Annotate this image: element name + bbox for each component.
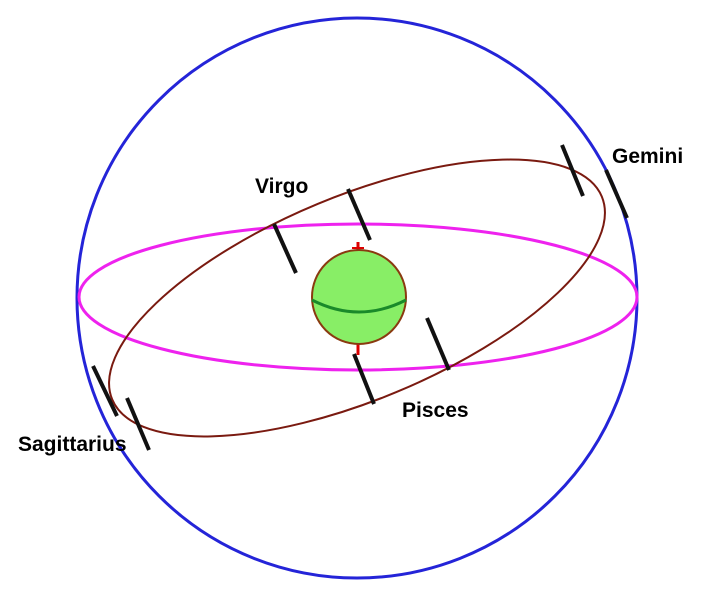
label-gemini: Gemini [612, 145, 684, 168]
marker-pisces-2 [352, 353, 376, 405]
earth-equator [311, 298, 407, 314]
marker-sagittarius-1 [91, 365, 119, 417]
marker-gemini-1 [560, 144, 585, 197]
marker-sagittarius-2 [125, 397, 151, 451]
marker-virgo-1 [346, 188, 372, 241]
marker-gemini-2 [604, 169, 629, 219]
celestial-equator [77, 222, 639, 372]
marker-pisces-1 [425, 317, 451, 371]
zodiac-markers [91, 144, 629, 451]
label-virgo: Virgo [255, 175, 309, 198]
earth-globe [311, 249, 407, 345]
marker-virgo-2 [272, 223, 298, 274]
label-pisces: Pisces [402, 399, 469, 422]
ecliptic [108, 158, 606, 438]
earth [311, 242, 407, 355]
label-sagittarius: Sagittarius [18, 433, 127, 456]
